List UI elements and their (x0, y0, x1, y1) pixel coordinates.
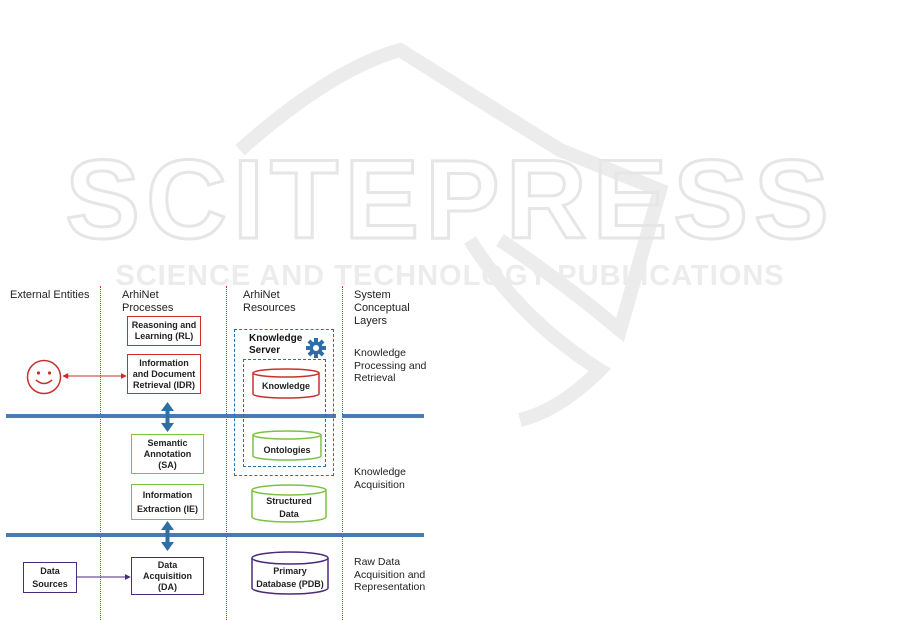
knowledge-server-line2: Server (249, 345, 281, 356)
resources-header-line1: ArhiNet (243, 289, 280, 301)
layers-header-line1: System (354, 289, 391, 301)
idr-line2: and Document (132, 368, 196, 379)
data-acquisition-box: Data Acquisition (DA) (131, 557, 204, 595)
data-sources-line1: Data (40, 565, 60, 576)
ie-line1: Information (142, 489, 193, 500)
reasoning-learning-line1: Reasoning and (131, 320, 197, 330)
ie-line2: Extraction (IE) (136, 503, 198, 514)
layers-header-line3: Layers (354, 315, 388, 327)
raw-line2: Acquisition and (354, 568, 426, 581)
reasoning-learning-line2: Learning (RL) (134, 331, 194, 341)
kpr-line1: Knowledge (354, 347, 406, 359)
layer-label-knowledge-acquisition: Knowledge Acquisition (354, 466, 406, 491)
primary-database-label: Primary Database (PDB) (250, 566, 330, 590)
ontologies-label: Ontologies (263, 445, 311, 455)
reasoning-learning-box: Reasoning and Learning (RL) (127, 316, 201, 346)
processes-header-line2: Processes (122, 302, 174, 314)
information-document-retrieval-box: Information and Document Retrieval (IDR) (127, 354, 201, 394)
ka-line1: Knowledge (354, 466, 406, 478)
knowledge-label: Knowledge (261, 381, 310, 391)
idr-line3: Retrieval (IDR) (132, 379, 195, 390)
da-line3: (DA) (158, 581, 177, 592)
layer-label-knowledge-processing: Knowledge Processing and Retrieval (354, 347, 426, 385)
layers-header-line2: Conceptual (354, 302, 410, 314)
kpr-line3: Retrieval (354, 372, 396, 384)
user-smiley-icon (26, 359, 62, 395)
primary-database-cylinder (251, 551, 329, 595)
column-header-resources: ArhiNet Resources (243, 289, 296, 315)
sa-line2: Annotation (143, 448, 192, 459)
knowledge-server-title: Knowledge Server (249, 333, 302, 357)
ontologies-cylinder (252, 430, 322, 461)
layer-label-raw-data: Raw Data Acquisition and Representation (354, 556, 425, 594)
structured-data-label: Structured Data (250, 496, 328, 520)
lower-bidirectional-arrow (161, 521, 174, 551)
raw-line1: Raw Data (354, 556, 401, 568)
structured-data-line2: Data (279, 509, 299, 519)
external-header-text: External Entities (10, 289, 90, 301)
resources-header-line2: Resources (243, 302, 296, 314)
raw-line3: Representation (354, 581, 426, 593)
upper-bidirectional-arrow (161, 402, 174, 432)
processes-header-line1: ArhiNet (122, 289, 159, 301)
knowledge-cylinder (252, 368, 320, 399)
sa-line1: Semantic (147, 437, 188, 448)
knowledge-server-line1: Knowledge (249, 333, 303, 344)
lane-divider-2 (226, 286, 227, 620)
layer-separator-upper-left (6, 414, 336, 418)
watermark-brand: SCITEPRESS (65, 137, 835, 262)
idr-line1: Information (139, 357, 189, 368)
data-sources-line2: Sources (32, 578, 68, 589)
da-line2: Acquisition (143, 570, 192, 581)
information-extraction-box: Information Extraction (IE) (131, 484, 204, 520)
layer-separator-lower (6, 533, 424, 537)
book-logo (235, 42, 669, 427)
column-header-layers: System Conceptual Layers (354, 289, 410, 328)
primary-database-line2: Database (PDB) (256, 579, 324, 589)
kpr-line2: Processing and (354, 359, 427, 372)
lane-divider-3 (342, 286, 343, 620)
lane-divider-1 (100, 286, 101, 620)
knowledge-server-inner (243, 359, 326, 467)
gear-icon (306, 338, 326, 358)
structured-data-line1: Structured (266, 496, 312, 506)
primary-database-line1: Primary (273, 566, 307, 576)
data-sources-box: Data Sources (23, 562, 77, 593)
sa-line3: (SA) (158, 459, 177, 470)
knowledge-server-container (234, 329, 334, 476)
column-header-external: External Entities (10, 289, 89, 302)
ka-line2: Acquisition (354, 478, 405, 491)
column-header-processes: ArhiNet Processes (122, 289, 173, 315)
layer-separator-upper-right (342, 414, 424, 418)
structured-data-cylinder (251, 484, 327, 523)
semantic-annotation-box: Semantic Annotation (SA) (131, 434, 204, 474)
da-line1: Data (157, 559, 178, 570)
